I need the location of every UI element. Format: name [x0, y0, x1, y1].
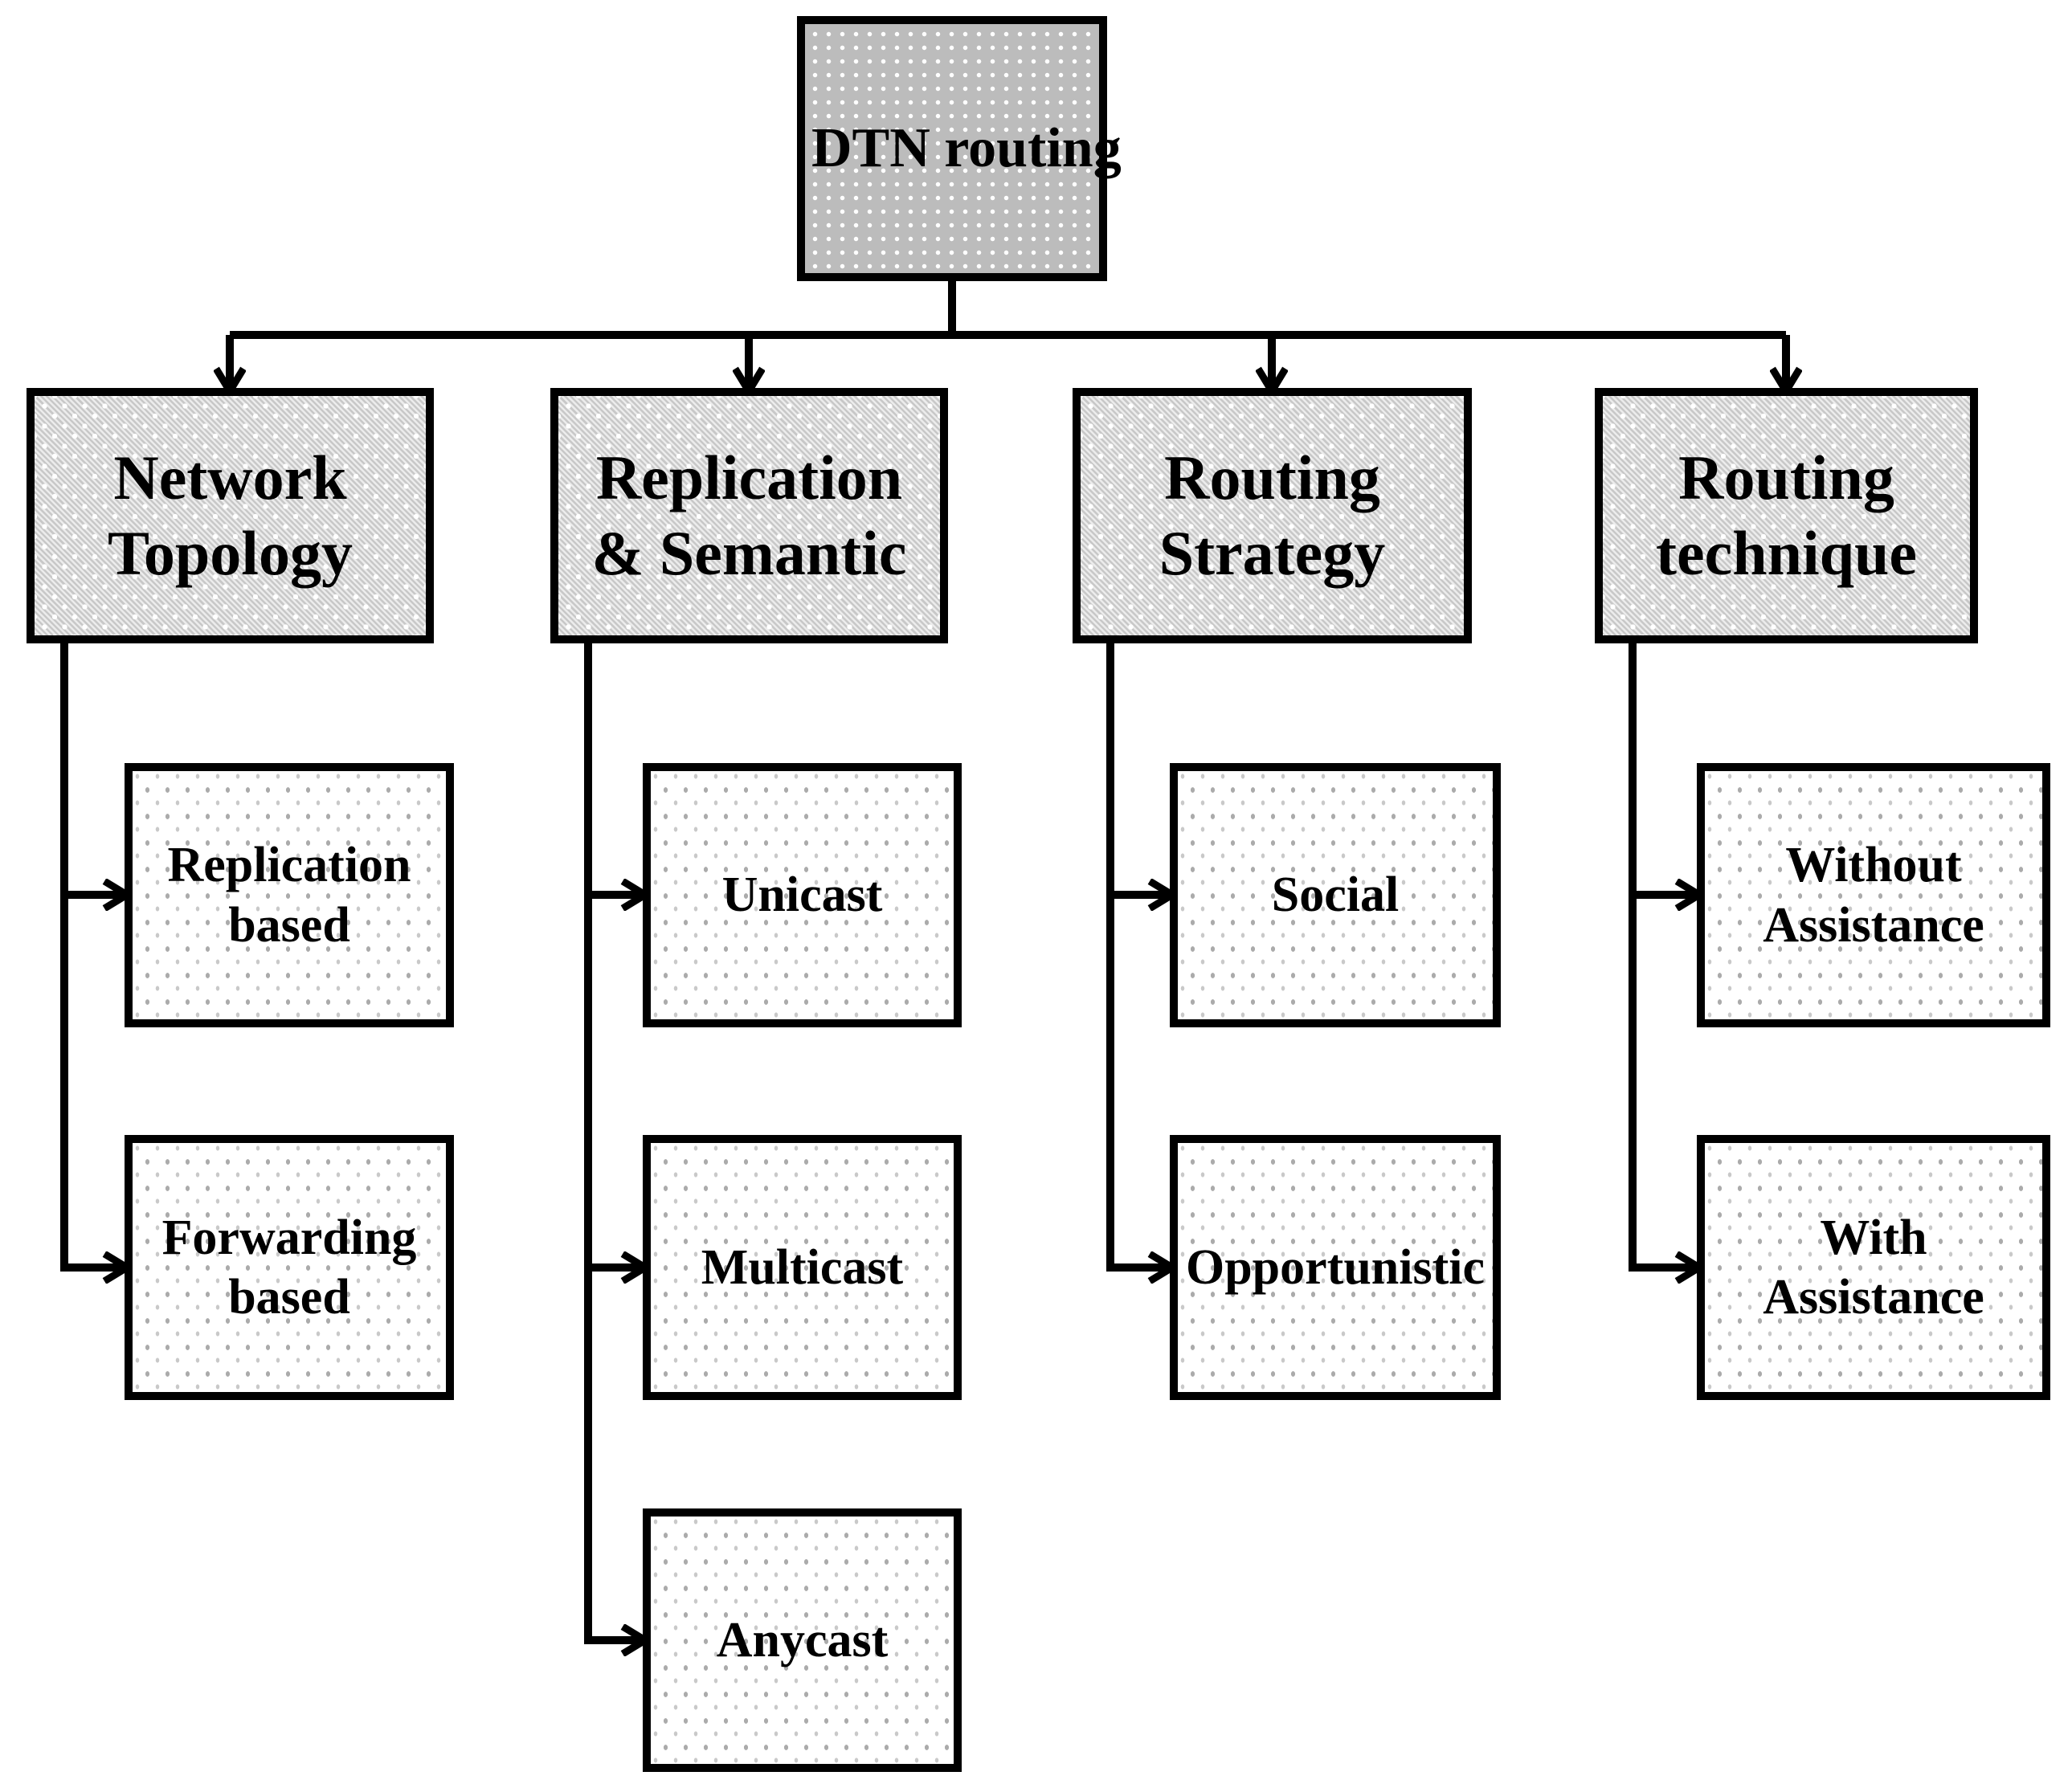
node-routing-strategy-label: Routing Strategy: [1159, 443, 1386, 588]
node-network-topology-label: Network Topology: [108, 443, 353, 588]
node-opportunistic: Opportunistic: [1170, 1135, 1501, 1400]
node-routing-technique-label: Routing technique: [1655, 443, 1918, 588]
arrow-to-opportunistic: [1106, 895, 1171, 1268]
arrow-to-forwarding-based: [60, 895, 126, 1268]
node-routing-strategy: Routing Strategy: [1073, 388, 1472, 643]
arrow-to-with-assistance: [1629, 895, 1698, 1268]
arrow-to-replication-based: [60, 640, 126, 895]
node-forwarding-based: Forwarding based: [125, 1135, 454, 1400]
arrow-to-unicast: [584, 640, 644, 895]
node-routing-technique: Routing technique: [1595, 388, 1978, 643]
node-anycast-label: Anycast: [716, 1612, 889, 1668]
node-with-assistance-label: With Assistance: [1763, 1210, 1984, 1325]
arrow-to-without-assistance: [1629, 640, 1698, 895]
node-opportunistic-label: Opportunistic: [1185, 1239, 1486, 1295]
node-unicast-label: Unicast: [721, 867, 883, 923]
node-social: Social: [1170, 763, 1501, 1027]
arrow-to-anycast: [584, 1268, 644, 1640]
node-replication-based-label: Replication based: [167, 838, 411, 953]
node-without-assistance-label: Without Assistance: [1763, 838, 1984, 953]
node-unicast: Unicast: [643, 763, 962, 1027]
node-forwarding-based-label: Forwarding based: [161, 1210, 417, 1325]
node-replication-semantic: Replication & Semantic: [550, 388, 948, 643]
node-dtn-routing: DTN routing: [797, 16, 1122, 281]
node-anycast: Anycast: [643, 1508, 962, 1772]
node-dtn-routing-label: DTN routing: [811, 117, 1122, 179]
node-social-label: Social: [1271, 867, 1400, 923]
node-replication-semantic-label: Replication & Semantic: [591, 443, 907, 588]
node-network-topology: Network Topology: [27, 388, 434, 643]
arrow-to-social: [1106, 640, 1171, 895]
node-multicast-label: Multicast: [701, 1239, 904, 1295]
node-replication-based: Replication based: [125, 763, 454, 1027]
node-with-assistance: With Assistance: [1697, 1135, 2050, 1400]
node-multicast: Multicast: [643, 1135, 962, 1400]
node-without-assistance: Without Assistance: [1697, 763, 2050, 1027]
arrow-to-multicast: [584, 895, 644, 1268]
